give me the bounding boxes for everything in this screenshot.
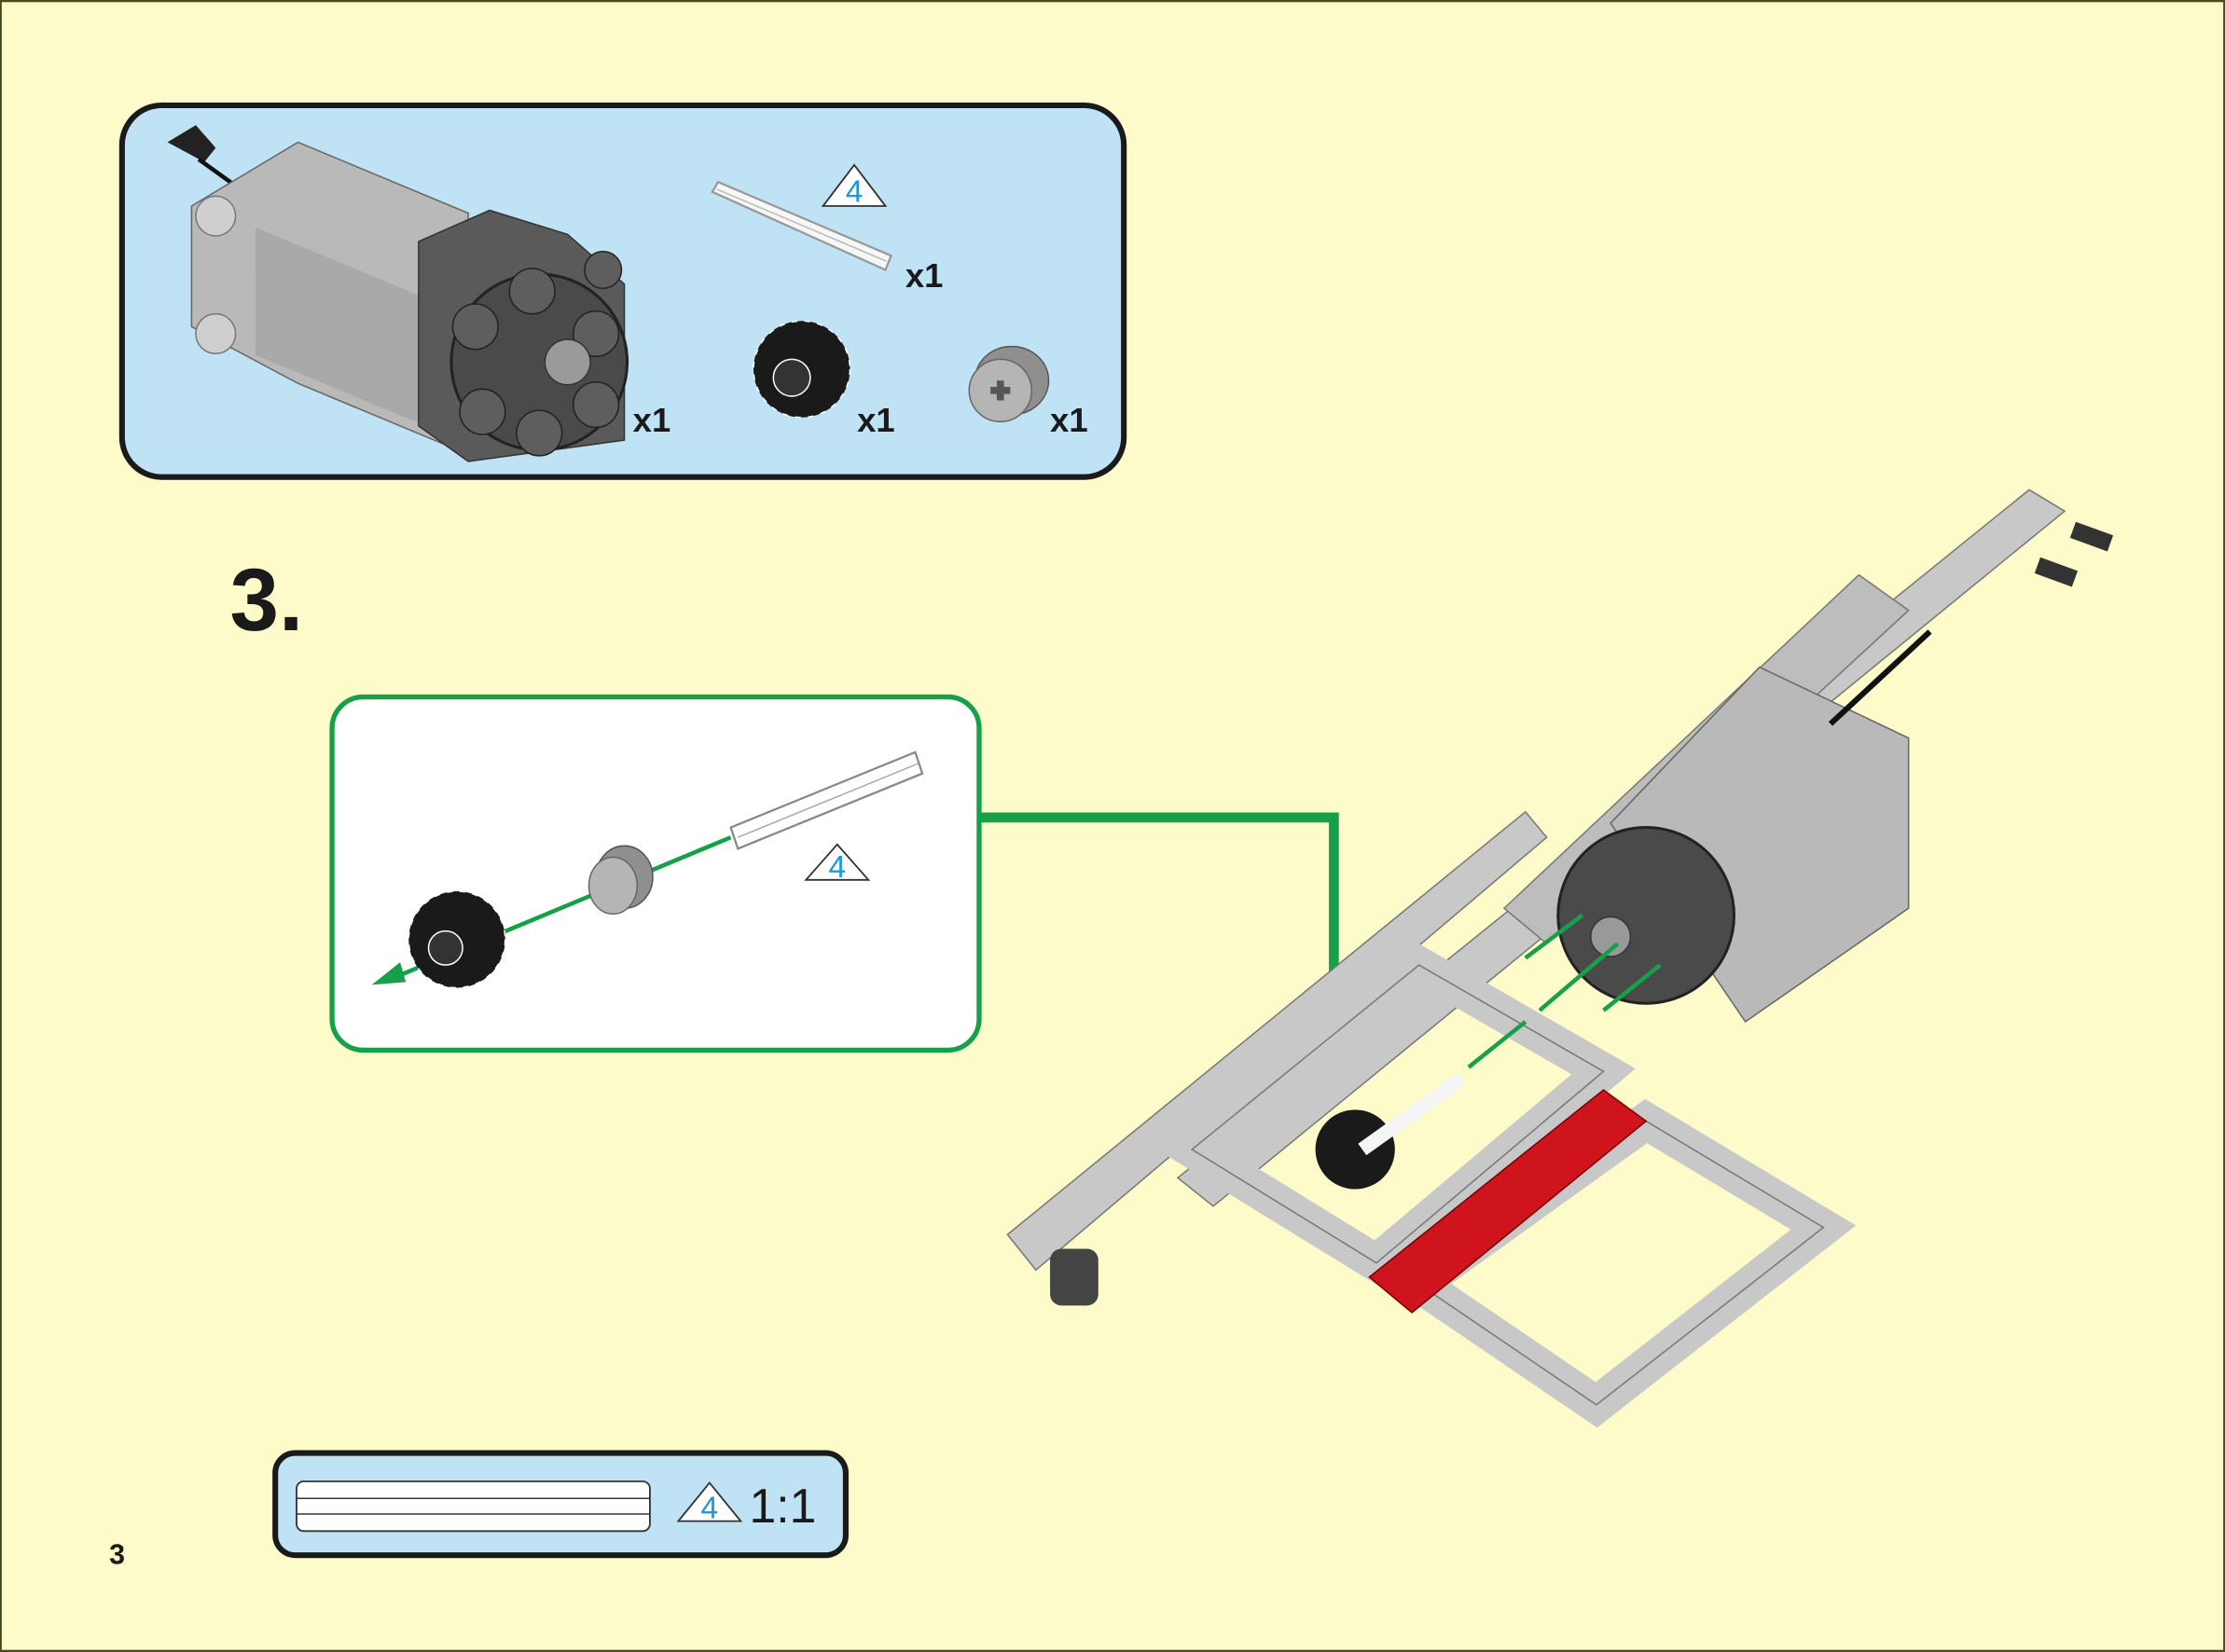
bush-icon xyxy=(587,845,654,915)
step-number: 3. xyxy=(230,551,304,649)
motor-icon xyxy=(167,125,629,462)
bush-quantity: x1 xyxy=(1050,401,1088,439)
bush-icon xyxy=(968,345,1050,423)
main-assembly-model xyxy=(1006,489,2114,1428)
axle-scale-reference: 4 1:1 xyxy=(272,1450,849,1559)
red-beam xyxy=(1368,1089,1648,1314)
motor-cable xyxy=(1828,629,1932,726)
axle-length-label: 4 xyxy=(846,174,864,209)
sub-assembly-callout: 4 xyxy=(329,694,982,1053)
arrow-head-icon xyxy=(371,962,407,985)
gear-icon xyxy=(408,890,506,989)
scale-ratio: 1:1 xyxy=(749,1479,816,1533)
gear-quantity: x1 xyxy=(857,401,895,439)
page-number: 3 xyxy=(109,1538,125,1570)
axle-icon xyxy=(729,750,924,850)
length-indicator: 4 xyxy=(821,163,888,209)
axle-icon xyxy=(296,1480,651,1533)
parts-list-panel: x1 4 x1 x1 x1 xyxy=(118,102,1127,480)
gear-icon xyxy=(753,320,851,419)
sub-axle-length-label: 4 xyxy=(828,850,846,885)
scale-axle-length-label: 4 xyxy=(701,1492,719,1526)
motor-quantity: x1 xyxy=(633,401,671,439)
gear-icon xyxy=(1315,1072,1466,1190)
length-indicator: 4 xyxy=(804,843,871,885)
length-indicator: 4 xyxy=(676,1481,743,1526)
connector-bush xyxy=(1050,1248,1099,1306)
axle-quantity: x1 xyxy=(905,256,944,295)
axle-icon xyxy=(711,180,893,272)
